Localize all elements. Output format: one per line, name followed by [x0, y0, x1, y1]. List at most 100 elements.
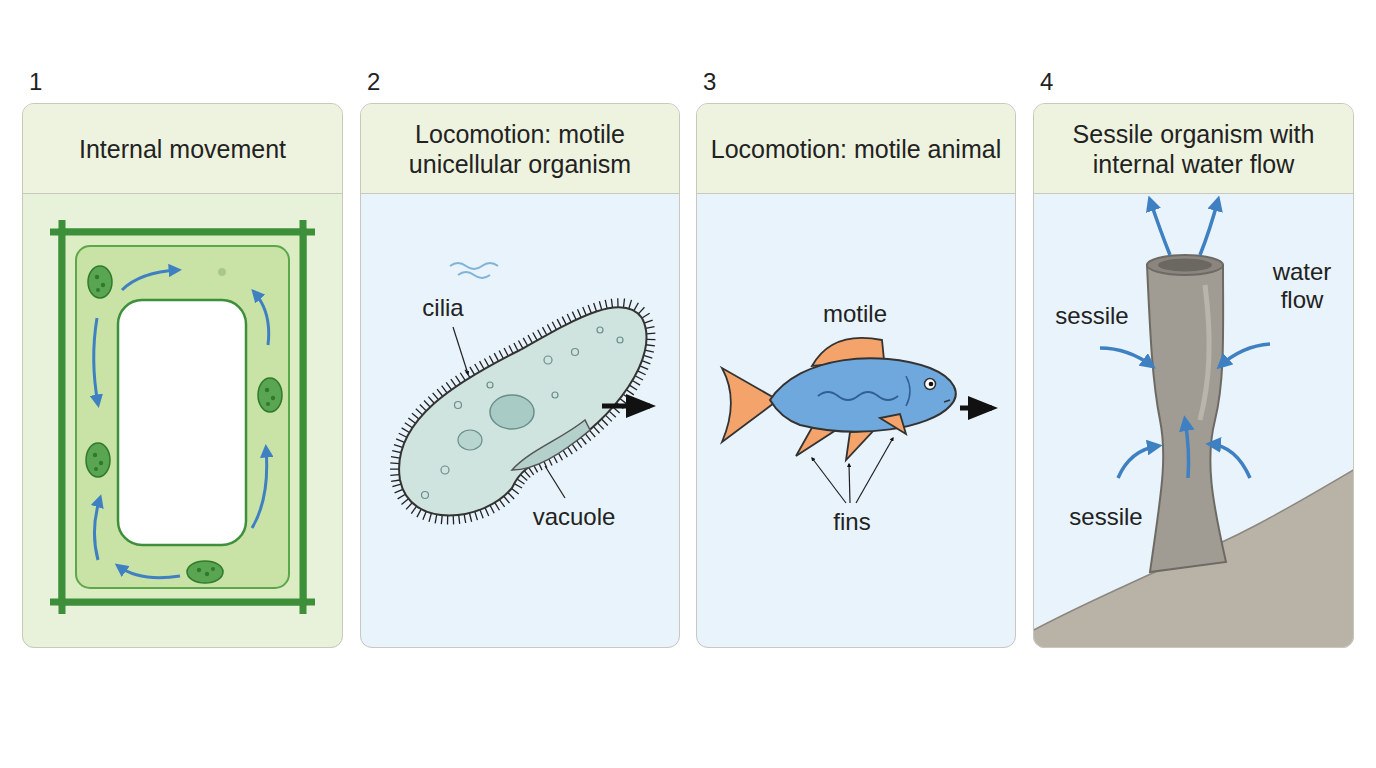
- cilium: [509, 345, 513, 353]
- cilium: [602, 419, 608, 425]
- cilium: [524, 471, 530, 478]
- cilium: [605, 300, 607, 309]
- part-label: fins: [833, 508, 870, 536]
- cilium: [578, 309, 582, 317]
- cilium: [529, 467, 534, 474]
- cilium: [392, 451, 401, 453]
- cilium: [642, 361, 650, 364]
- cilium: [557, 319, 561, 327]
- cilium: [626, 390, 633, 395]
- cilium: [447, 515, 448, 524]
- cilium: [635, 376, 643, 380]
- cilium: [459, 515, 460, 524]
- cilium: [451, 379, 456, 386]
- cilium: [405, 423, 412, 428]
- cilium: [494, 353, 498, 361]
- cilium: [572, 312, 576, 320]
- cilium: [396, 439, 404, 442]
- cilium: [395, 489, 403, 493]
- cilium: [475, 512, 478, 521]
- panel-number: 4: [1040, 68, 1053, 96]
- cilium: [390, 474, 399, 476]
- cilium: [638, 307, 644, 314]
- cilium: [629, 300, 632, 309]
- cilium: [429, 513, 431, 522]
- cilium: [504, 348, 508, 356]
- cilium: [495, 503, 500, 511]
- part-label: water flow: [1254, 258, 1350, 313]
- cilium: [402, 428, 410, 433]
- cilium: [512, 488, 519, 493]
- cilium: [609, 411, 616, 417]
- cilium: [572, 444, 577, 451]
- cilium: [394, 445, 403, 448]
- cilium: [469, 513, 471, 522]
- cilium: [484, 358, 488, 366]
- panel-ground: [22, 103, 343, 648]
- plant-cell: [50, 220, 315, 614]
- cilium: [642, 313, 650, 318]
- cilium: [428, 397, 434, 404]
- cilium: [640, 366, 648, 370]
- cilium: [504, 496, 510, 503]
- panel-header: Internal movement: [23, 104, 342, 194]
- cilium: [528, 335, 532, 343]
- cilium: [538, 330, 542, 338]
- cilium: [605, 415, 611, 421]
- cilium: [583, 307, 586, 315]
- cilium: [514, 343, 518, 351]
- sponge: [1030, 200, 1360, 650]
- cilium: [508, 493, 514, 499]
- panel-heading: Sessile organism with internal water flo…: [1044, 119, 1343, 179]
- panel-header: Sessile organism with internal water flo…: [1034, 104, 1353, 194]
- cilium: [638, 371, 646, 375]
- cilium: [611, 299, 612, 308]
- panel-header: Locomotion: motile unicellular organism: [361, 104, 679, 194]
- cilium: [420, 405, 426, 411]
- panel: Locomotion: motile unicellular organism2: [360, 103, 680, 648]
- cilium: [514, 484, 522, 488]
- cilium: [585, 434, 591, 441]
- cilium: [623, 394, 630, 399]
- cilium: [416, 409, 423, 415]
- cilium: [390, 462, 399, 464]
- cilium: [475, 364, 480, 372]
- cilium: [632, 380, 640, 385]
- part-label: sessile: [1069, 503, 1142, 531]
- panel-heading: Locomotion: motile unicellular organism: [371, 119, 669, 179]
- cilium: [470, 367, 475, 375]
- cilium: [499, 500, 504, 507]
- panel: Sessile organism with internal water flo…: [1033, 103, 1354, 648]
- panel-ground: [360, 103, 680, 648]
- cilium: [417, 509, 421, 517]
- cilium: [401, 499, 408, 505]
- cilium: [412, 413, 419, 419]
- cilium: [490, 505, 494, 513]
- cilium: [460, 373, 465, 381]
- paramecium: [390, 263, 655, 524]
- cilium: [411, 506, 416, 513]
- cilium: [456, 376, 461, 383]
- panel-heading: Locomotion: motile animal: [711, 134, 1001, 164]
- panel-header: Locomotion: motile animal: [697, 104, 1015, 194]
- cilium: [620, 399, 627, 405]
- cilium: [480, 361, 484, 369]
- cilium: [464, 514, 466, 523]
- cilium: [644, 320, 652, 323]
- cilium: [576, 440, 581, 447]
- cilium: [453, 515, 455, 524]
- cilium: [552, 322, 556, 330]
- cilium: [446, 382, 451, 389]
- cilium: [433, 393, 439, 400]
- panel-ground: [696, 103, 1016, 648]
- cilium: [588, 305, 591, 313]
- cilium: [589, 430, 595, 437]
- cilium: [390, 468, 399, 469]
- cilium: [437, 389, 443, 396]
- cilium: [594, 303, 597, 312]
- part-label: cilia: [422, 294, 463, 322]
- cilium: [424, 400, 430, 407]
- panel-number: 2: [367, 68, 380, 96]
- cilium: [646, 339, 655, 341]
